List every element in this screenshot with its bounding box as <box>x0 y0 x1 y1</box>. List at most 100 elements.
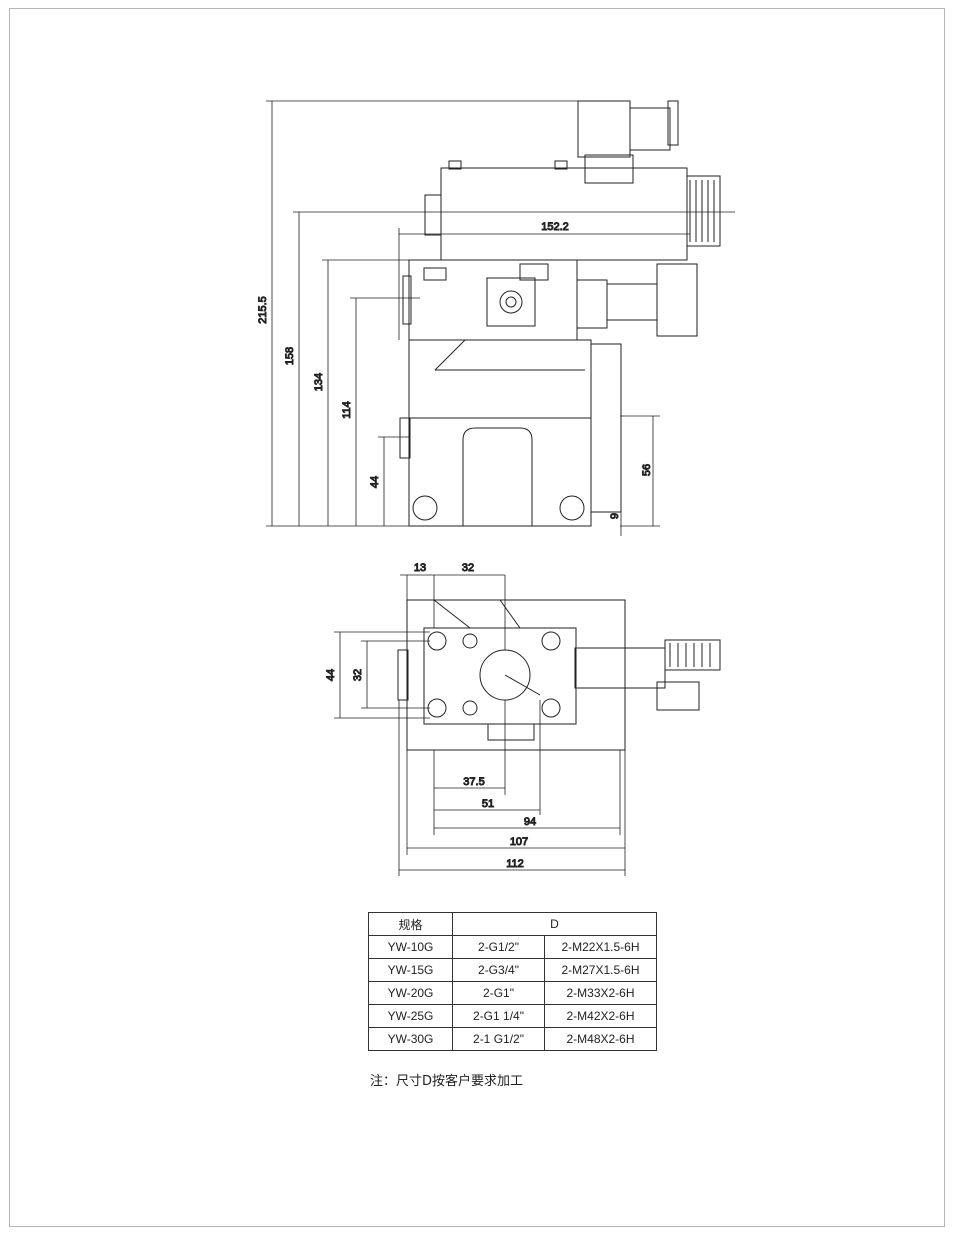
dim-line-107 <box>406 750 625 855</box>
front-dimensions <box>266 100 735 536</box>
connector-cap <box>667 100 679 146</box>
dim-label-44-side: 44 <box>325 669 337 681</box>
bolt-hole <box>541 631 561 651</box>
cell-metric: 2-M27X1.5-6H <box>544 958 657 982</box>
top-adjust-body <box>574 647 666 689</box>
top-dimensions <box>334 574 626 876</box>
pilot-valve-body <box>408 259 578 341</box>
pilot-fitting <box>519 263 549 281</box>
pilot-port-inner <box>505 296 517 308</box>
bolt-hole-small <box>462 633 478 649</box>
dimension-note: 注：尺寸D按客户要求加工 <box>370 1074 524 1089</box>
page-frame <box>9 8 945 1227</box>
adjust-nut <box>576 279 608 329</box>
main-valve-chamfer <box>434 339 585 371</box>
manual-knob <box>686 175 721 247</box>
knob-knurl <box>689 180 715 242</box>
dim-line-32-side <box>361 640 430 709</box>
dim-label-44: 44 <box>369 476 381 488</box>
dim-label-37-5: 37.5 <box>463 776 484 788</box>
solenoid-body <box>440 167 688 261</box>
adjust-stem <box>606 283 658 321</box>
dim-line-152 <box>398 228 690 340</box>
dim-label-134: 134 <box>313 373 325 391</box>
pilot-port-outer <box>499 290 523 314</box>
cell-thread: 2-G1" <box>452 981 545 1005</box>
connector-body <box>577 100 631 158</box>
pilot-port-plug <box>402 275 412 325</box>
dim-line-112 <box>398 700 626 876</box>
dim-line-37 <box>434 700 506 795</box>
solenoid-screw <box>448 160 462 170</box>
dim-line-94 <box>433 750 621 835</box>
pilot-screw-head <box>423 267 447 281</box>
dim-label-9: 9 <box>609 513 621 519</box>
dim-label-158: 158 <box>284 347 296 365</box>
adjust-knob <box>656 263 698 337</box>
top-notch <box>487 724 535 741</box>
top-knurl <box>669 643 711 667</box>
dim-label-32-top: 32 <box>462 562 474 574</box>
cell-metric: 2-M22X1.5-6H <box>544 935 657 959</box>
main-port-plug <box>399 417 411 459</box>
top-lock-nut <box>656 681 700 711</box>
top-main-body <box>406 599 626 751</box>
dim-line-51 <box>434 700 541 815</box>
port-section-line <box>504 674 541 696</box>
cell-metric: 2-M42X2-6H <box>544 1004 657 1028</box>
dim-label-56: 56 <box>641 464 653 476</box>
dim-line-134 <box>322 259 420 526</box>
bolt-hole <box>427 631 447 651</box>
dim-line-158 <box>293 211 735 526</box>
cell-model: YW-15G <box>368 958 453 982</box>
dim-line-44-side <box>334 631 430 719</box>
cell-thread: 2-G1/2" <box>452 935 545 959</box>
top-adjust-knob <box>664 639 721 671</box>
main-valve-body <box>408 339 592 527</box>
spec-table-header: 规格 D <box>368 912 657 936</box>
cell-model: YW-30G <box>368 1027 453 1051</box>
dim-label-51: 51 <box>482 798 494 810</box>
dim-label-107: 107 <box>510 836 528 848</box>
cell-model: YW-25G <box>368 1004 453 1028</box>
mount-hole-right <box>559 495 585 521</box>
bolt-hole <box>541 698 561 718</box>
cell-metric: 2-M33X2-6H <box>544 981 657 1005</box>
header-d: D <box>452 912 657 936</box>
connector-base <box>584 154 634 184</box>
dim-label-94: 94 <box>524 816 536 828</box>
top-port-plug <box>397 649 409 701</box>
top-pilot-plate <box>423 627 577 725</box>
table-row: YW-30G 2-1 G1/2" 2-M48X2-6H <box>368 1027 657 1051</box>
dim-line-56 <box>620 415 660 527</box>
bolt-hole <box>427 698 447 718</box>
header-model: 规格 <box>368 912 453 936</box>
front-view <box>399 100 721 527</box>
solenoid-screw <box>554 160 568 170</box>
cell-model: YW-10G <box>368 935 453 959</box>
dim-label-32-side: 32 <box>352 669 364 681</box>
dim-label-13: 13 <box>414 562 426 574</box>
connector-plug <box>629 107 671 151</box>
dim-label-114: 114 <box>341 401 353 419</box>
cell-model: YW-20G <box>368 981 453 1005</box>
table-row: YW-10G 2-G1/2" 2-M22X1.5-6H <box>368 935 657 959</box>
solenoid-end-cap <box>424 194 442 236</box>
table-row: YW-25G 2-G1 1/4" 2-M42X2-6H <box>368 1004 657 1028</box>
cell-thread: 2-1 G1/2" <box>452 1027 545 1051</box>
cell-thread: 2-G1 1/4" <box>452 1004 545 1028</box>
dim-line-13-32 <box>400 574 506 650</box>
pilot-port-block <box>486 277 536 327</box>
main-spool-bore <box>462 427 533 526</box>
mount-hole-left <box>412 495 438 521</box>
spec-table: 规格 D YW-10G 2-G1/2" 2-M22X1.5-6H YW-15G … <box>368 912 657 1051</box>
dim-label-215: 215.5 <box>257 296 269 324</box>
table-row: YW-20G 2-G1" 2-M33X2-6H <box>368 981 657 1005</box>
main-valve-side <box>590 343 622 513</box>
top-view <box>397 599 721 751</box>
cell-thread: 2-G3/4" <box>452 958 545 982</box>
cell-metric: 2-M48X2-6H <box>544 1027 657 1051</box>
dim-label-152: 152.2 <box>541 221 569 233</box>
dim-label-112: 112 <box>506 858 524 870</box>
